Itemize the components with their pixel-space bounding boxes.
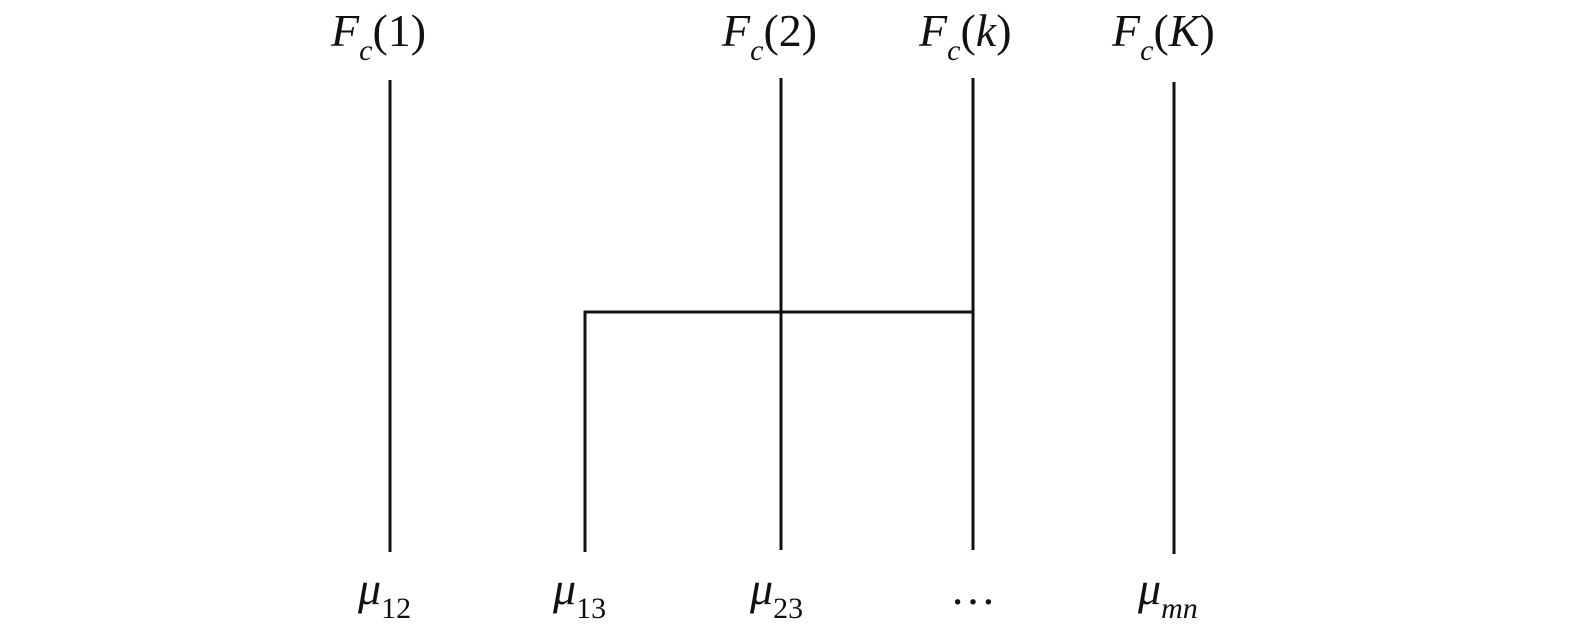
node-fc-2-arg: 2 [778, 5, 802, 56]
node-fc-K-sub: c [1140, 34, 1154, 67]
node-ellipsis: … [950, 566, 1000, 612]
node-fc-2: Fc(2) [722, 5, 818, 67]
node-fc-K-base: F [1112, 5, 1141, 56]
node-fc-2-base: F [722, 5, 751, 56]
link-fck-mu13 [583, 310, 973, 552]
node-mu-23-sub: 23 [773, 592, 804, 625]
node-fc-K-arg: K [1168, 5, 1200, 56]
node-mu-mn-base: μ [1138, 563, 1162, 614]
node-mu-mn-sub: mn [1161, 592, 1198, 625]
node-fc-1: Fc(1) [331, 5, 427, 67]
node-fc-2-sub: c [750, 34, 764, 67]
node-fc-1-arg: 1 [387, 5, 411, 56]
node-ellipsis-text: … [950, 563, 1000, 614]
node-fc-k-base: F [919, 5, 948, 56]
node-mu-13-base: μ [553, 563, 577, 614]
node-mu-mn: μmn [1138, 563, 1198, 624]
node-mu-12-base: μ [358, 563, 382, 614]
node-fc-k: Fc(k) [919, 5, 1012, 67]
node-fc-k-sub: c [947, 34, 961, 67]
node-fc-1-base: F [331, 5, 360, 56]
node-mu-13-sub: 13 [576, 592, 607, 625]
node-mu-12-sub: 12 [381, 592, 412, 625]
node-fc-K: Fc(K) [1112, 5, 1215, 67]
node-mu-23-base: μ [750, 563, 774, 614]
node-mu-23: μ23 [750, 563, 803, 624]
node-fc-k-arg: k [975, 5, 997, 56]
node-mu-12: μ12 [358, 563, 411, 624]
node-fc-1-sub: c [359, 34, 373, 67]
node-mu-13: μ13 [553, 563, 606, 624]
